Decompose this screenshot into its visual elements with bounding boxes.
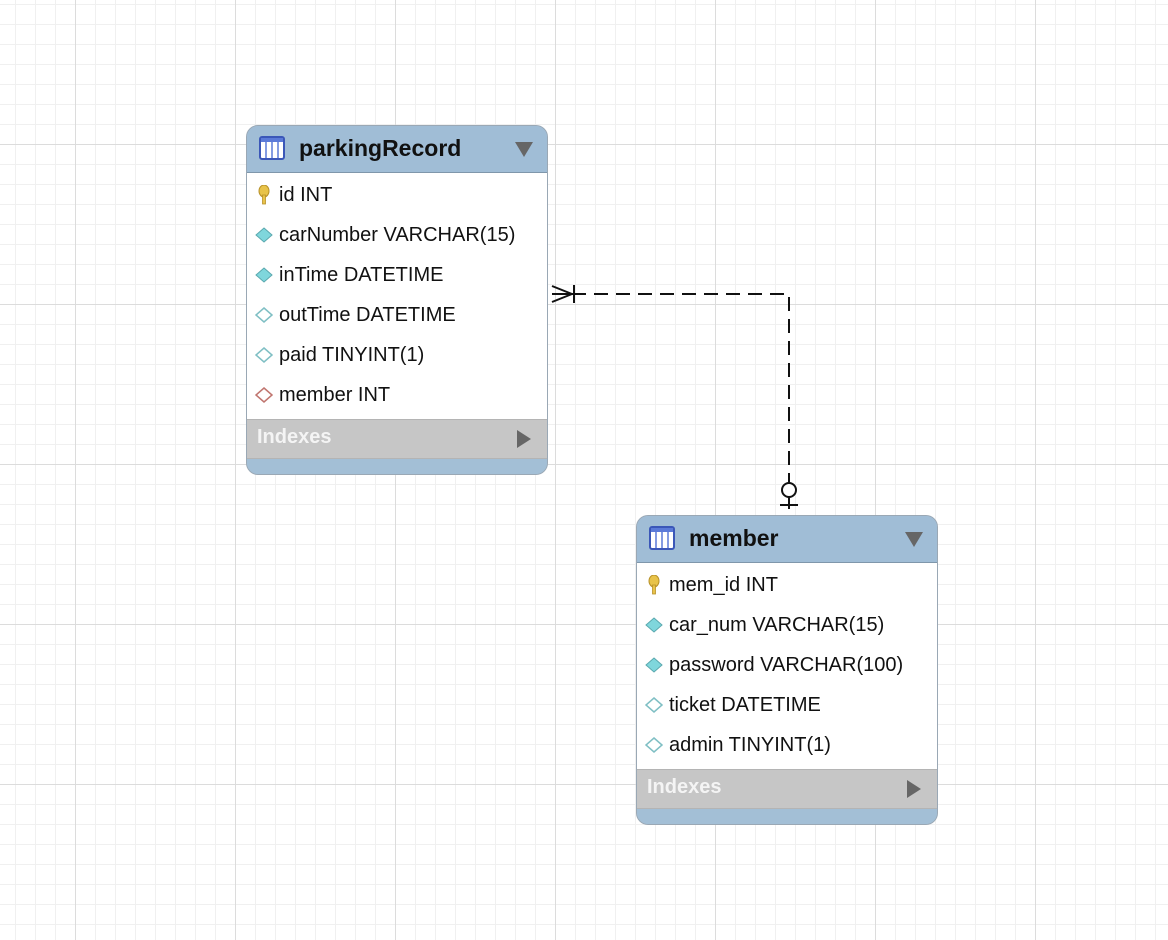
table-footer (637, 809, 937, 824)
table-title: member (689, 525, 779, 551)
hollow-diamond-icon (255, 347, 273, 363)
filled-diamond-icon (255, 227, 273, 243)
column-row[interactable]: outTime DATETIME (247, 295, 547, 335)
filled-diamond-icon (255, 267, 273, 283)
column-row[interactable]: member INT (247, 375, 547, 415)
column-label: id INT (279, 184, 333, 206)
table-footer (247, 459, 547, 474)
column-label: paid TINYINT(1) (279, 344, 425, 366)
collapse-triangle-icon[interactable] (905, 532, 923, 547)
expand-triangle-icon[interactable] (517, 430, 531, 448)
column-row[interactable]: paid TINYINT(1) (247, 335, 547, 375)
expand-triangle-icon[interactable] (907, 780, 921, 798)
filled-diamond-icon (645, 657, 663, 673)
table-member[interactable]: member mem_id INT car_num VARCHAR(15) (636, 515, 938, 825)
column-label: mem_id INT (669, 574, 778, 596)
column-label: password VARCHAR(100) (669, 654, 904, 676)
primary-key-icon (258, 185, 270, 205)
collapse-triangle-icon[interactable] (515, 142, 533, 157)
column-row[interactable]: password VARCHAR(100) (637, 645, 937, 685)
column-row[interactable]: ticket DATETIME (637, 685, 937, 725)
indexes-section[interactable]: Indexes (247, 419, 547, 459)
column-label: member INT (279, 384, 391, 406)
column-label: inTime DATETIME (279, 264, 444, 286)
column-row[interactable]: admin TINYINT(1) (637, 725, 937, 765)
column-row[interactable]: car_num VARCHAR(15) (637, 605, 937, 645)
column-row[interactable]: inTime DATETIME (247, 255, 547, 295)
column-label: admin TINYINT(1) (669, 734, 831, 756)
table-title: parkingRecord (299, 135, 462, 161)
column-row[interactable]: id INT (247, 175, 547, 215)
indexes-label: Indexes (257, 426, 332, 448)
table-parkingrecord[interactable]: parkingRecord id INT carNumber VARCHAR(1… (246, 125, 548, 475)
column-label: outTime DATETIME (279, 304, 456, 326)
table-header[interactable]: member (637, 516, 937, 563)
primary-key-icon (648, 575, 660, 595)
column-label: ticket DATETIME (669, 694, 821, 716)
table-icon (259, 136, 285, 160)
indexes-section[interactable]: Indexes (637, 769, 937, 809)
zero-or-one-marker (780, 482, 798, 506)
indexes-label: Indexes (647, 776, 722, 798)
column-row[interactable]: carNumber VARCHAR(15) (247, 215, 547, 255)
column-list: id INT carNumber VARCHAR(15) inTime DATE… (247, 173, 547, 419)
column-label: car_num VARCHAR(15) (669, 614, 885, 636)
column-row[interactable]: mem_id INT (637, 565, 937, 605)
foreign-key-diamond-icon (255, 387, 273, 403)
filled-diamond-icon (645, 617, 663, 633)
relationship-connector (572, 293, 790, 516)
table-header[interactable]: parkingRecord (247, 126, 547, 173)
hollow-diamond-icon (645, 737, 663, 753)
one-or-many-marker (551, 285, 576, 303)
column-label: carNumber VARCHAR(15) (279, 224, 516, 246)
hollow-diamond-icon (255, 307, 273, 323)
table-icon (649, 526, 675, 550)
column-list: mem_id INT car_num VARCHAR(15) password … (637, 563, 937, 769)
hollow-diamond-icon (645, 697, 663, 713)
